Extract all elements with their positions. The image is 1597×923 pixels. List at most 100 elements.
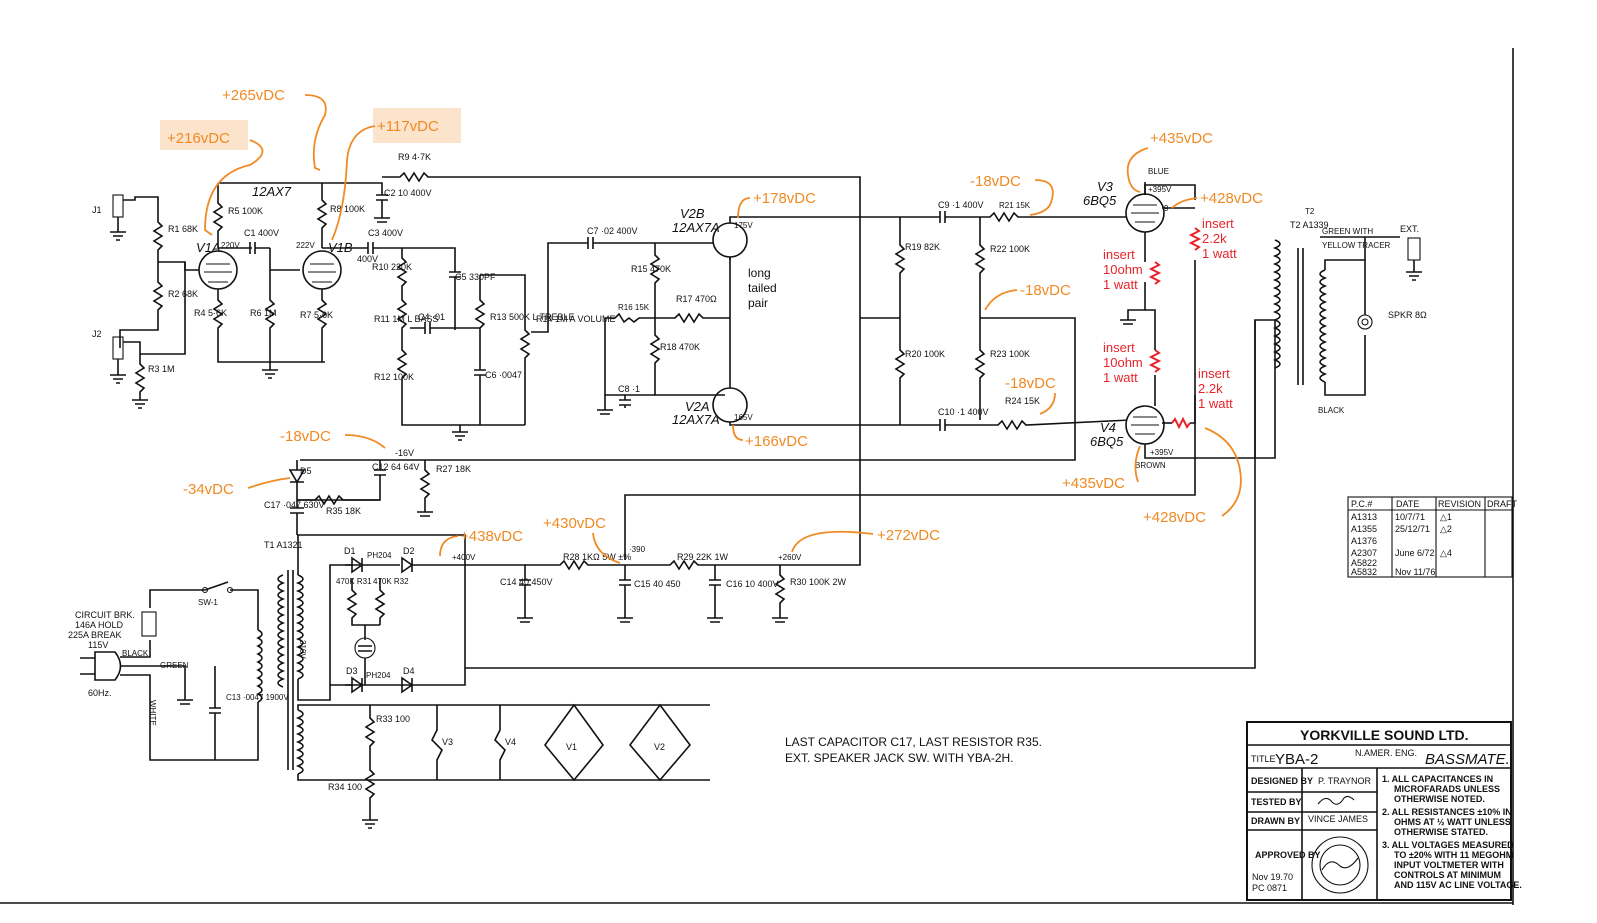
rectifier-bridge-frame — [297, 534, 466, 686]
v4-plate-voltage: +395V — [1150, 448, 1174, 457]
r17-label: R17 470Ω — [676, 294, 717, 304]
r14-volume — [480, 274, 531, 425]
insert-2k2-a-line3: 1 watt — [1202, 246, 1237, 261]
r27-resistor — [417, 460, 433, 517]
speaker-jack-center — [1361, 318, 1369, 326]
mains-section: T1 A1321 310V R33 100 R34 100 V3 V4 V1 V… — [68, 535, 710, 829]
long-tailed-line1: long — [748, 266, 771, 280]
ann-m18-a-leader — [1029, 179, 1054, 216]
ann-438: +438vDC — [460, 528, 523, 545]
r6-label: R6 1M — [250, 308, 277, 318]
c9-capacitor — [939, 211, 946, 223]
v4-label: V4 — [1100, 420, 1116, 435]
r28-resistor — [525, 559, 625, 571]
c8-label: C8 ·1 — [618, 384, 640, 394]
insert-10-b-line1: insert — [1103, 340, 1135, 355]
ext-ground — [1406, 260, 1422, 281]
rev-r4c1: A2307 — [1351, 548, 1377, 558]
r4-resistor — [212, 289, 325, 363]
r8-resistor — [316, 183, 328, 248]
c17-capacitor — [290, 500, 304, 535]
v1-stage: 12AX7 R5 100K R8 100K V1A 220V C1 400V V… — [194, 152, 861, 560]
v1a-label: V1A — [196, 240, 221, 255]
v1b-plate-voltage: 222V — [296, 241, 315, 250]
c2-capacitor — [345, 182, 390, 223]
revision-table-grid — [1348, 497, 1512, 577]
r21-resistor — [945, 211, 1130, 223]
insert-10-a-line1: insert — [1103, 247, 1135, 262]
heater-filaments — [431, 703, 692, 782]
c15-label: C15 40 450 — [634, 579, 681, 589]
r1-label: R1 68K — [168, 224, 198, 234]
v2b-plate-wire — [729, 216, 860, 223]
insert-2k2-b-line3: 1 watt — [1198, 396, 1233, 411]
ann-428-top: +428vDC — [1200, 190, 1263, 207]
ann-117: +117vDC — [377, 118, 439, 135]
ann-435-bot: +435vDC — [1062, 475, 1125, 492]
rev-r4c2: June 6/72 — [1395, 548, 1435, 558]
tb-tested-label: TESTED BY — [1251, 797, 1302, 807]
black-lead-label: BLACK — [1318, 406, 1345, 415]
c2-label: C2 10 400V — [384, 188, 432, 198]
cb-line4: 115V — [88, 640, 108, 650]
tb-note3-c: INPUT VOLTMETER WITH — [1394, 860, 1504, 870]
cb-line3: 225A BREAK — [68, 630, 122, 640]
v1-type-label: 12AX7 — [252, 184, 292, 199]
title-block-grid — [1247, 744, 1511, 900]
t2-label-a: T2 — [1305, 207, 1315, 216]
r13-label: R13 500K L TREBLE — [490, 312, 575, 322]
r29-resistor — [625, 559, 780, 571]
d1-label: D1 — [344, 546, 356, 556]
heater-v3-label: V3 — [442, 737, 453, 747]
long-tailed-line2: tailed — [748, 281, 777, 295]
t1-heater-secondary — [295, 709, 304, 775]
sec-310-label: 310V — [298, 640, 307, 659]
r14-label: R14 1M A VOLUME — [536, 314, 616, 324]
power-supply: -16V D5 C12 64 64V R27 18K R35 18K C17 ·… — [264, 320, 1256, 694]
r32-label: 470K R32 — [373, 577, 409, 586]
engineer-seal — [1311, 836, 1369, 894]
c12-label: C12 64 64V — [372, 462, 420, 472]
b-plus-voltage: +400V — [452, 553, 476, 562]
r33-r34-heater-ct — [362, 705, 378, 829]
r31-r32-resistors — [346, 578, 386, 640]
mains-wiring — [120, 589, 259, 761]
c3-label: C3 400V — [368, 228, 403, 238]
neon-lamp-electrodes — [358, 645, 372, 685]
bias-return — [300, 317, 1076, 461]
ot-primary — [1272, 239, 1281, 369]
ot-secondary-wiring — [1320, 236, 1400, 396]
insert-10ohm-bottom-resistor — [1148, 349, 1162, 373]
ext-jack — [1407, 237, 1421, 261]
insert-10ohm-top-resistor — [1148, 261, 1162, 285]
r8-label: R8 100K — [330, 204, 365, 214]
rev-r6c1: A5832 — [1351, 567, 1377, 577]
v2b-label: V2B — [680, 206, 705, 221]
mains-primary-coil — [256, 629, 263, 703]
rev-r2c1: A1355 — [1351, 524, 1377, 534]
tb-designed-by: P. TRAYNOR — [1318, 776, 1372, 786]
ann-272: +272vDC — [877, 527, 940, 544]
ann-m18-b: -18vDC — [1020, 282, 1071, 299]
rev-r1c3: △1 — [1440, 512, 1452, 522]
r30-resistor — [772, 560, 861, 623]
neon-lamp — [354, 637, 376, 659]
spkr-label: SPKR 8Ω — [1388, 310, 1427, 320]
r10-r11-r12-chain — [396, 248, 525, 426]
tb-note1-c: OTHERWISE NOTED. — [1394, 794, 1485, 804]
c17-label: C17 ·047 630V — [264, 500, 325, 510]
r31-label: 470K R31 — [336, 577, 372, 586]
ann-265-leader — [304, 94, 327, 171]
ann-m34: -34vDC — [183, 481, 234, 498]
v4-lead: BROWN — [1135, 461, 1166, 470]
insert-10-b-line2: 10ohm — [1103, 355, 1143, 370]
v1b-tube — [302, 250, 342, 290]
r3-resistor — [132, 354, 148, 409]
c7-coupling — [531, 237, 731, 333]
ann-435-bot-leader — [1134, 445, 1141, 483]
v3-lead: BLUE — [1148, 167, 1169, 176]
heater-v1-label: V1 — [566, 742, 577, 752]
title-block: YORKVILLE SOUND LTD. TITLE YBA-2 N.AMER.… — [1246, 721, 1522, 901]
v4-type: 6BQ5 — [1090, 434, 1124, 449]
d2-label: D2 — [403, 546, 415, 556]
